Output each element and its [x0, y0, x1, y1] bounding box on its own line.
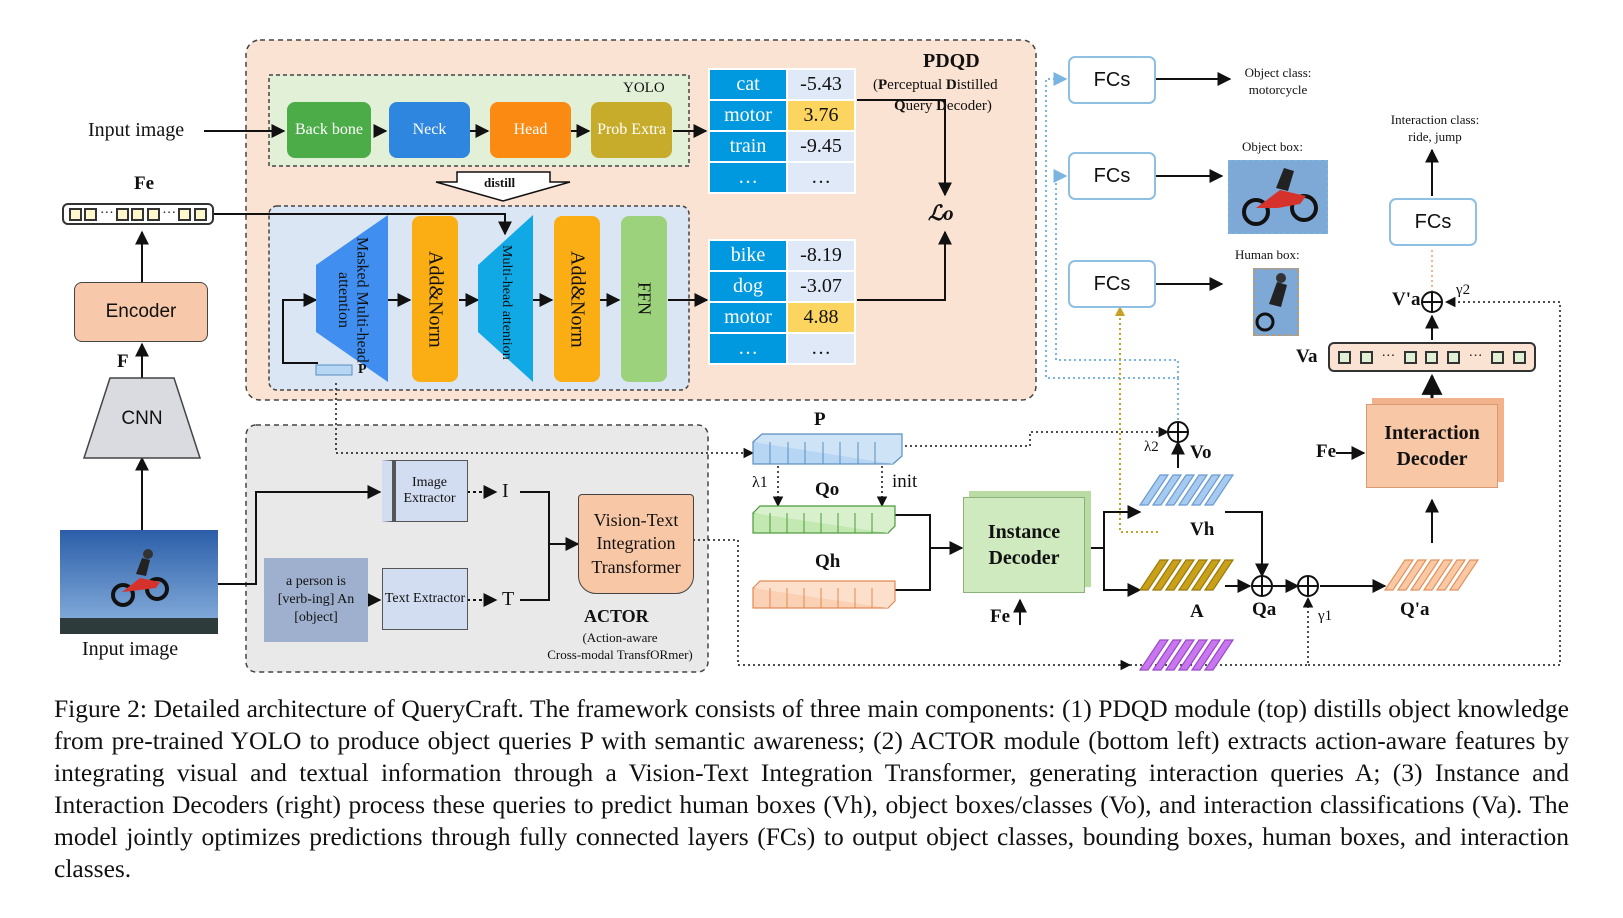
vh-stack: [1138, 559, 1235, 591]
actor-subtitle-1: (Action-aware: [582, 630, 658, 645]
va-prime-label: V'a: [1392, 289, 1421, 310]
interaction-decoder-block: Interaction Decoder: [1366, 404, 1498, 488]
image-extractor-block: Image Extractor: [382, 460, 468, 522]
lambda2-label: λ2: [1144, 439, 1159, 455]
fe-instance-label: Fe: [990, 606, 1011, 627]
pdqd-title: PDQD: [923, 50, 980, 72]
table-row: train-9.45: [708, 130, 856, 163]
add-norm-2: Add&Norm: [554, 216, 600, 382]
multihead-attention: Multi-head attention: [499, 245, 515, 360]
encoder-block: Encoder: [74, 282, 208, 342]
input-image-bottom-label: Input image: [82, 638, 179, 660]
object-class-title: Object class:: [1244, 65, 1312, 80]
fcs-interaction: FCs: [1389, 198, 1477, 246]
va-token-bar: ······: [1328, 342, 1536, 372]
qo-label: Qo: [815, 479, 840, 500]
architecture-diagram: PDQD (Perceptual Distilled Query Decoder…: [60, 39, 1561, 673]
vo-stack: [1138, 474, 1235, 506]
fcs-human-box: FCs: [1068, 260, 1156, 308]
ffn-block: FFN: [621, 216, 667, 382]
distill-label: distill: [484, 175, 516, 190]
table-row: cat-5.43: [708, 68, 856, 101]
text-prompt-box: a person is [verb-ing] An [object]: [264, 558, 368, 642]
va-label: Va: [1296, 346, 1318, 367]
cnn-shape: [82, 377, 202, 459]
interaction-class-value: ride, jump: [1408, 129, 1462, 144]
object-box-crop: [1228, 160, 1328, 234]
fe-label: Fe: [134, 173, 155, 194]
table-row: ……: [708, 332, 856, 365]
a-label: A: [1190, 601, 1204, 622]
i-label: I: [502, 480, 509, 502]
table-row: dog-3.07: [708, 270, 856, 303]
yolo-label: YOLO: [623, 80, 665, 96]
actor-subtitle-2: Cross-modal TransfORmer): [547, 647, 693, 662]
masked-attention-shape: [316, 215, 388, 382]
vision-text-transformer: Vision-Text Integration Transformer: [578, 494, 694, 594]
t-label: T: [502, 588, 515, 610]
backbone-block: Back bone: [287, 102, 371, 158]
f-label: F: [117, 351, 129, 372]
actor-title: ACTOR: [584, 606, 649, 626]
table-row: bike-8.19: [708, 239, 856, 272]
query-p-bar: [752, 433, 903, 465]
table-row: ……: [708, 161, 856, 194]
input-image-photo: [60, 530, 218, 634]
prob-extra-block: Prob Extra: [591, 102, 672, 158]
neck-block: Neck: [389, 102, 470, 158]
pdqd-subtitle-1: (Perceptual Distilled: [873, 77, 998, 93]
pdqd-subtitle-2: Query Decoder): [894, 98, 992, 114]
query-qh-bar: [752, 580, 896, 609]
head-block: Head: [490, 102, 571, 158]
text-extractor-block: Text Extractor: [382, 568, 468, 630]
object-class-value: motorcycle: [1248, 82, 1308, 97]
object-box-title: Object box:: [1242, 139, 1304, 154]
decoder-p-label: P: [358, 362, 367, 377]
qa-prime-label: Q'a: [1400, 599, 1430, 620]
fcs-object-class: FCs: [1068, 56, 1156, 104]
qa-label: Qa: [1252, 599, 1277, 620]
gamma2-label: γ2: [1456, 282, 1471, 298]
vo-label: Vo: [1190, 442, 1212, 463]
query-qo-bar: [752, 505, 896, 534]
figure-caption: Figure 2: Detailed architecture of Query…: [54, 694, 1569, 883]
human-box-title: Human box:: [1235, 247, 1300, 262]
human-box-crop: [1253, 268, 1299, 336]
input-image-label: Input image: [88, 119, 185, 141]
gamma1-label: γ1: [1318, 608, 1333, 624]
init-label: init: [892, 471, 918, 492]
lambda1-label: λ1: [752, 474, 768, 491]
qa-prime-stack: [1383, 559, 1480, 591]
fe-interaction-label: Fe: [1316, 441, 1337, 462]
fcs-object-box: FCs: [1068, 152, 1156, 200]
attention-shape: [478, 215, 533, 382]
fe-token-bar: ······: [62, 203, 214, 225]
masked-multihead-attention: Masked Multi-head attention: [335, 237, 371, 363]
interaction-class-title: Interaction class:: [1390, 112, 1480, 127]
cnn-label: CNN: [121, 408, 163, 429]
qh-label: Qh: [815, 551, 841, 572]
p-query-label: P: [814, 409, 826, 430]
instance-decoder-block: Instance Decoder: [963, 497, 1085, 593]
vh-label: Vh: [1190, 519, 1215, 540]
add-norm-1: Add&Norm: [412, 216, 458, 382]
a-stack: [1138, 639, 1235, 671]
loss-label: ℒo: [928, 201, 954, 225]
